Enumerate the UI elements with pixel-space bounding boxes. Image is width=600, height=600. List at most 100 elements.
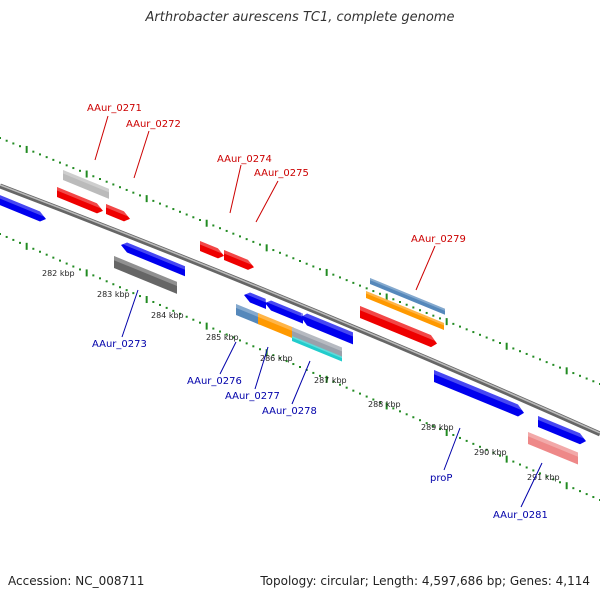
gene-label-aaur-0273[interactable]: AAur_0273 — [92, 339, 147, 350]
gene-bar-blue[interactable] — [0, 191, 46, 222]
tick-mark-bottom — [392, 407, 395, 410]
tick-mark-bottom — [252, 345, 255, 348]
tick-mark-top — [359, 284, 361, 287]
gene-bar-aaur-0271-gray[interactable] — [63, 170, 109, 199]
tick-mark-bottom — [32, 247, 35, 250]
tick-mark-bottom — [105, 280, 108, 283]
tick-mark-top — [92, 175, 95, 178]
tick-mark-bottom — [159, 303, 161, 306]
kbp-label: 290 kbp — [474, 448, 507, 457]
tick-mark-bottom — [245, 342, 248, 345]
tick-mark-top — [265, 244, 268, 252]
tick-mark-top — [45, 156, 48, 159]
gene-bar-blue-0281a[interactable] — [538, 416, 586, 445]
gene-bar-aaur-0274[interactable] — [200, 241, 224, 259]
tick-mark-bottom — [459, 436, 461, 439]
tick-mark-top — [99, 178, 101, 180]
leader-line — [219, 341, 237, 375]
backbone — [0, 183, 600, 437]
tick-mark-top — [499, 342, 501, 344]
gene-label-aaur-0279[interactable]: AAur_0279 — [411, 234, 466, 245]
kbp-label: 283 kbp — [97, 290, 130, 299]
gene-label-aaur-0276[interactable]: AAur_0276 — [187, 376, 242, 387]
tick-mark-top — [239, 235, 241, 238]
kbp-labels: 282 kbp 283 kbp 284 kbp 285 kbp 286 kbp … — [42, 269, 560, 482]
tick-mark-top — [585, 377, 588, 380]
tick-mark-top — [492, 339, 495, 342]
gene-label-aaur-0278[interactable]: AAur_0278 — [262, 406, 317, 417]
gene-label-prop[interactable]: proP — [430, 473, 452, 484]
leader-line — [133, 130, 150, 179]
tick-mark-bottom — [472, 442, 475, 445]
tick-mark-top — [219, 227, 221, 230]
tick-mark-top — [19, 145, 21, 148]
backbone-line — [0, 183, 600, 437]
gene-bar-aaur-0271[interactable] — [57, 187, 103, 214]
gene-bar-aaur-0273[interactable] — [114, 256, 177, 294]
tick-mark-bottom — [119, 286, 121, 289]
gene-bar-blue-0277b[interactable] — [301, 311, 353, 345]
gene-label-aaur-0277[interactable]: AAur_0277 — [225, 391, 280, 402]
gene-bar-prop[interactable] — [434, 370, 524, 417]
tick-mark-top — [305, 262, 308, 265]
tick-mark-bottom — [379, 401, 381, 404]
tick-mark-top — [179, 210, 181, 213]
gene-bar-blue-0273a[interactable] — [121, 240, 185, 277]
tick-mark-top — [119, 186, 121, 189]
gene-bar-aaur-0276[interactable] — [236, 304, 260, 325]
tick-mark-top — [465, 328, 468, 331]
tick-mark-top — [199, 219, 201, 221]
gene-bar-aaur-0279[interactable] — [366, 291, 444, 330]
tick-mark-bottom — [165, 306, 168, 309]
leader-line — [254, 346, 269, 390]
kbp-label: 291 kbp — [527, 473, 560, 482]
gene-bar-blue-0276a[interactable] — [244, 290, 266, 310]
tick-mark-bottom — [172, 309, 175, 312]
gene-bar-aaur-0278-cyan[interactable] — [292, 336, 342, 362]
tick-mark-bottom — [445, 429, 448, 437]
gene-label-aaur-0272[interactable]: AAur_0272 — [126, 119, 181, 130]
tick-mark-bottom — [439, 428, 441, 431]
tick-mark-top — [32, 150, 35, 153]
tick-mark-bottom — [112, 283, 115, 286]
tick-mark-top — [445, 318, 448, 326]
tick-mark-top — [512, 347, 515, 350]
gene-label-aaur-0275[interactable]: AAur_0275 — [254, 168, 309, 179]
kbp-label: 286 kbp — [260, 354, 293, 363]
tick-mark-bottom — [525, 466, 528, 469]
kbp-label: 287 kbp — [314, 376, 347, 385]
gene-bar-aaur-0275[interactable] — [224, 250, 254, 270]
gene-bar-blue-0276b[interactable] — [265, 298, 303, 324]
gene-bar-aaur-0277[interactable] — [258, 313, 294, 339]
tick-mark-bottom — [465, 439, 468, 442]
ticks-top — [0, 137, 600, 385]
tick-mark-bottom — [219, 330, 221, 333]
tick-mark-top — [125, 188, 128, 191]
gene-label-aaur-0274[interactable]: AAur_0274 — [217, 154, 272, 165]
accession-text: Accession: NC_008711 — [8, 574, 145, 588]
tick-mark-bottom — [272, 354, 275, 357]
tick-mark-top — [192, 216, 195, 219]
gene-label-aaur-0271[interactable]: AAur_0271 — [87, 103, 142, 114]
tick-mark-top — [85, 170, 88, 178]
leader-line — [121, 289, 139, 338]
gene-bar-red-0279b[interactable] — [360, 306, 437, 348]
tick-mark-top — [419, 309, 421, 312]
leader-line — [520, 462, 543, 508]
tick-mark-bottom — [52, 256, 55, 259]
tick-mark-bottom — [399, 410, 401, 413]
tick-mark-bottom — [332, 380, 335, 383]
tick-mark-bottom — [45, 253, 48, 256]
tick-mark-bottom — [59, 259, 61, 262]
tick-mark-bottom — [519, 463, 521, 466]
tick-mark-top — [365, 287, 368, 290]
tick-mark-top — [392, 298, 395, 301]
gene-label-aaur-0281[interactable]: AAur_0281 — [493, 510, 548, 521]
gene-bar-aaur-0278[interactable] — [292, 327, 342, 359]
gene-bar-aaur-0272[interactable] — [106, 204, 130, 222]
tick-mark-top — [505, 342, 508, 350]
gene-bar-aaur-0281[interactable] — [528, 432, 578, 465]
tick-mark-top — [532, 355, 535, 358]
gene-bar-aaur-0279-top[interactable] — [370, 278, 445, 315]
tick-mark-bottom — [339, 383, 341, 386]
